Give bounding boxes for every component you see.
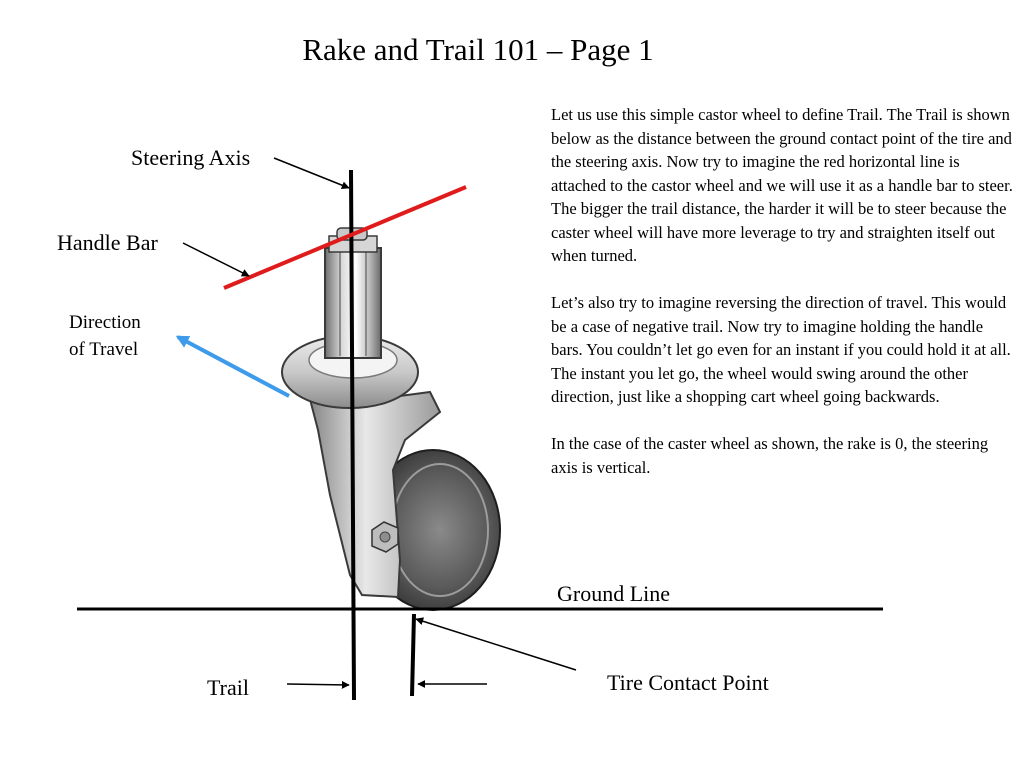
explanation-text: Let us use this simple castor wheel to d… (551, 103, 1016, 503)
axle-bolt-center (379, 531, 391, 543)
trail-left-arrow (286, 680, 350, 689)
tire-contact-line (410, 613, 416, 697)
tire-contact-point-label: Tire Contact Point (607, 670, 769, 695)
handle-bar-leader (182, 242, 250, 277)
steering-axis-leader (273, 157, 350, 190)
fork-leg (303, 378, 442, 599)
direction-label-line-1: Direction (69, 312, 141, 333)
trail-label: Trail (207, 675, 249, 700)
direction-of-travel-label: Direction of Travel (69, 309, 141, 363)
paragraph-negative-trail: Let’s also try to imagine reversing the … (551, 293, 1011, 406)
handle-bar-label: Handle Bar (57, 230, 158, 255)
caster-wheel-illustration (281, 227, 501, 611)
page-title: Rake and Trail 101 – Page 1 (302, 32, 654, 67)
direction-label-line-2: of Travel (69, 339, 139, 360)
tire-contact-leader (415, 617, 577, 671)
paragraph-trail-definition: Let us use this simple castor wheel to d… (551, 105, 1013, 265)
direction-arrow (175, 335, 290, 398)
steering-axis-label: Steering Axis (131, 145, 251, 170)
handle-bar-line (223, 185, 467, 290)
paragraph-rake: In the case of the caster wheel as shown… (551, 434, 989, 477)
steering-axis-line (349, 169, 356, 701)
ground-line-label: Ground Line (557, 581, 671, 606)
